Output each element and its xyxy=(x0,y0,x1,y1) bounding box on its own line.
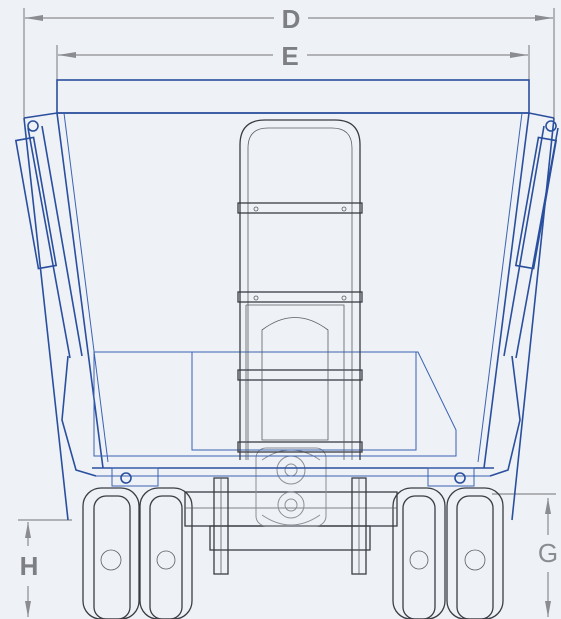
tub-body xyxy=(14,79,559,521)
dimension-h: H xyxy=(18,519,72,617)
gearbox xyxy=(255,447,327,527)
dimension-e-label: E xyxy=(281,41,298,71)
dimension-g: G xyxy=(492,493,558,617)
dimension-h-label: H xyxy=(20,551,39,581)
dimension-d-label: D xyxy=(282,4,301,34)
ladder xyxy=(237,119,363,460)
dimension-g-label: G xyxy=(538,538,558,568)
dimension-e: E xyxy=(56,41,530,80)
dimension-d: D xyxy=(23,4,555,118)
